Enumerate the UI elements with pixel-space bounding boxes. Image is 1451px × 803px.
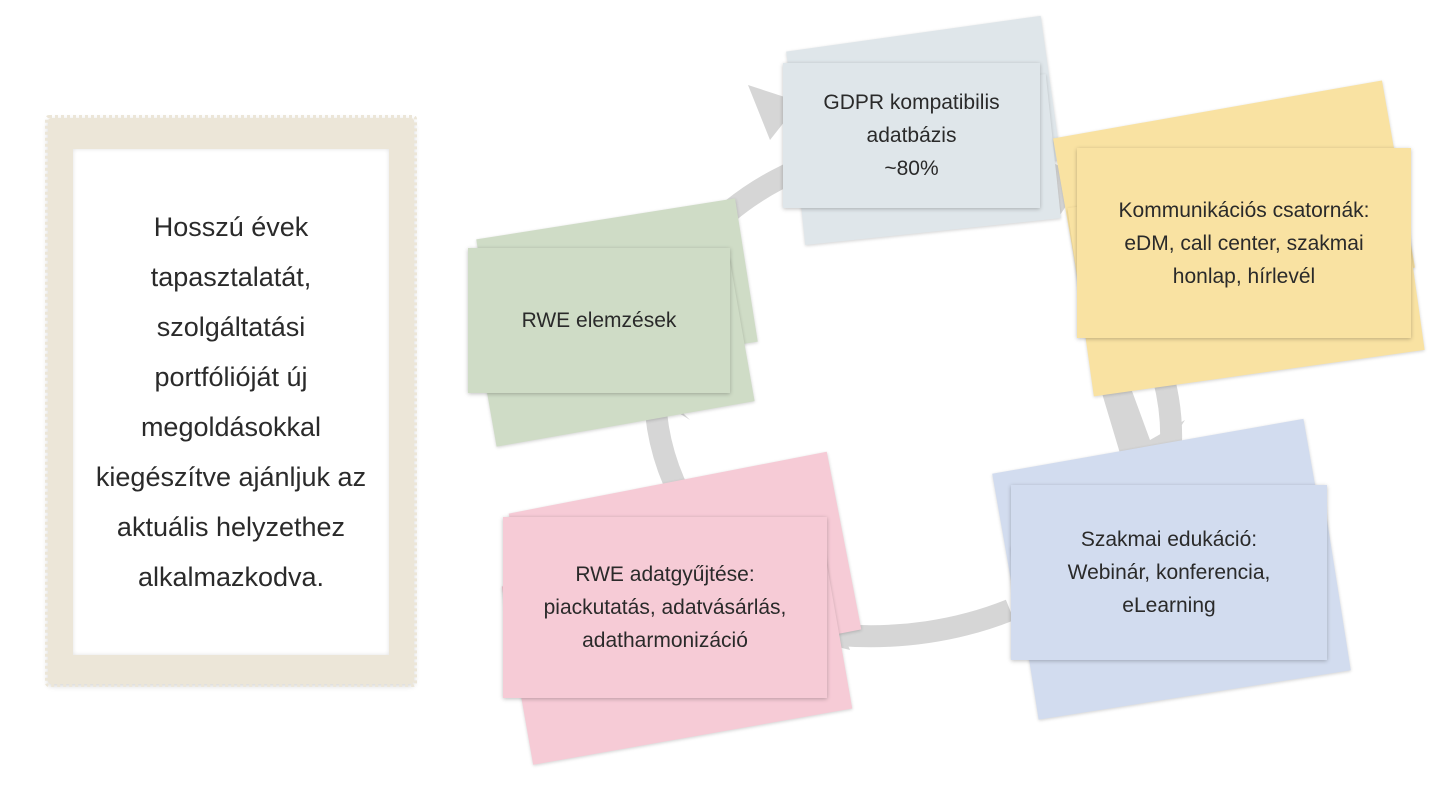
card-kommunikacio: Kommunikációs csatornák: eDM, call cente… xyxy=(1053,80,1425,397)
text-frame: Hosszú évek tapasztalatát, szolgáltatási… xyxy=(45,115,417,687)
intro-text: Hosszú évek tapasztalatát, szolgáltatási… xyxy=(95,212,367,592)
card-elemzesek: RWE elemzések xyxy=(468,198,758,447)
card-gyujt-text: RWE adatgyűjtése: piackutatás, adatvásár… xyxy=(543,563,787,652)
card-elemz-text: RWE elemzések xyxy=(521,309,677,332)
card-adatgyujtes: RWE adatgyűjtése: piackutatás, adatvásár… xyxy=(501,451,862,765)
card-elemz-front: RWE elemzések xyxy=(468,248,730,393)
card-gdpr: GDPR kompatibilis adatbázis ~80% xyxy=(783,15,1061,246)
card-gyujt-front: RWE adatgyűjtése: piackutatás, adatvásár… xyxy=(503,517,827,698)
card-komm-front: Kommunikációs csatornák: eDM, call cente… xyxy=(1077,148,1411,338)
card-edu-front: Szakmai edukáció: Webinár, konferencia, … xyxy=(1011,485,1327,660)
cycle-ring-arc-bottom xyxy=(839,599,1015,648)
card-komm-text: Kommunikációs csatornák: eDM, call cente… xyxy=(1118,198,1370,288)
card-gdpr-text: GDPR kompatibilis adatbázis ~80% xyxy=(823,91,1000,180)
card-gdpr-front: GDPR kompatibilis adatbázis ~80% xyxy=(783,63,1040,208)
card-edu-text: Szakmai edukáció: Webinár, konferencia, … xyxy=(1067,528,1271,617)
text-frame-inner: Hosszú évek tapasztalatát, szolgáltatási… xyxy=(73,149,389,655)
card-edukacio: Szakmai edukáció: Webinár, konferencia, … xyxy=(992,418,1351,720)
